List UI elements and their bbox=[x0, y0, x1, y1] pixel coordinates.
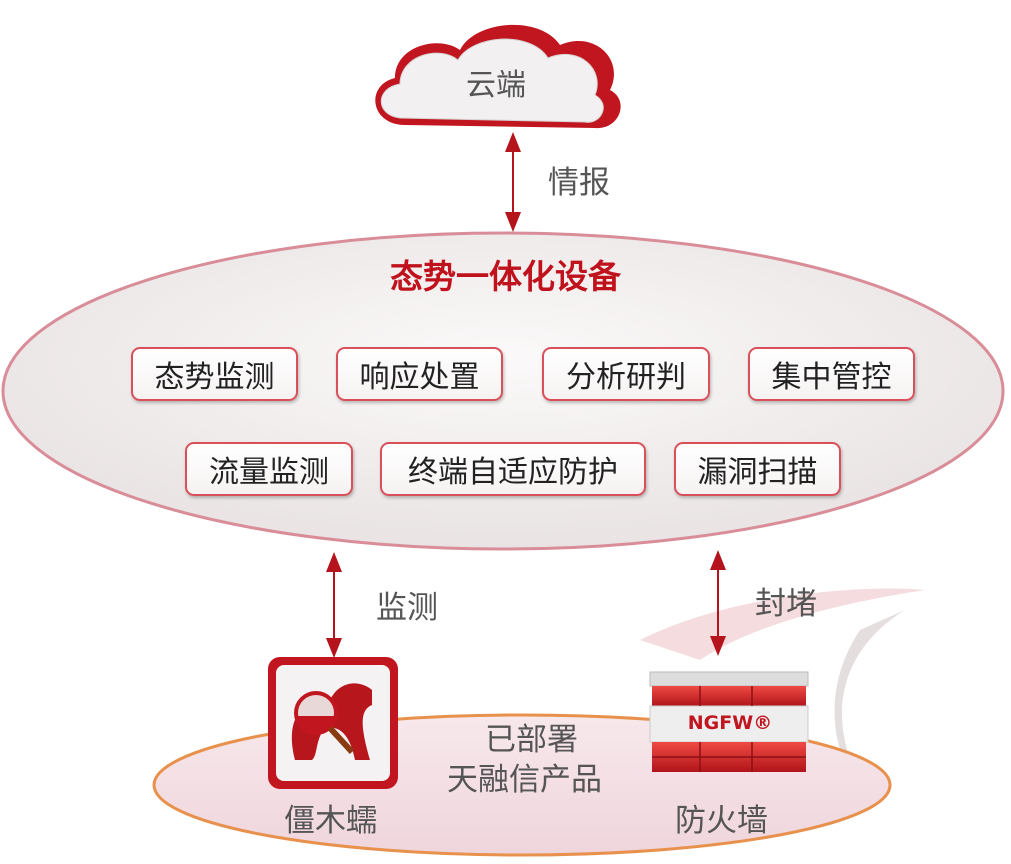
ngfw-badge: NGFW® bbox=[687, 712, 773, 734]
block-label: 封堵 bbox=[755, 586, 817, 622]
monitor-label: 监测 bbox=[376, 590, 438, 626]
firewall-label: 防火墙 bbox=[675, 803, 768, 839]
intel-label: 情报 bbox=[548, 165, 610, 201]
feature-central-control: 集中管控 bbox=[748, 347, 915, 401]
feature-vuln-scan: 漏洞扫描 bbox=[674, 442, 841, 496]
feature-analysis: 分析研判 bbox=[542, 347, 710, 401]
firewall-icon bbox=[649, 671, 809, 772]
feature-response: 响应处置 bbox=[336, 347, 503, 401]
feature-endpoint-protection: 终端自适应防护 bbox=[380, 442, 646, 496]
feature-situation-monitoring: 态势监测 bbox=[131, 347, 298, 401]
cloud-label: 云端 bbox=[466, 68, 526, 103]
feature-traffic-monitoring: 流量监测 bbox=[185, 442, 353, 496]
deployed-line1: 已部署 bbox=[485, 722, 578, 758]
trojan-worm-label: 僵木蠕 bbox=[284, 803, 377, 839]
cloud-icon bbox=[375, 24, 621, 129]
deployed-line2: 天融信产品 bbox=[447, 762, 602, 798]
trojan-worm-icon bbox=[268, 657, 398, 789]
platform-title: 态势一体化设备 bbox=[390, 257, 621, 296]
